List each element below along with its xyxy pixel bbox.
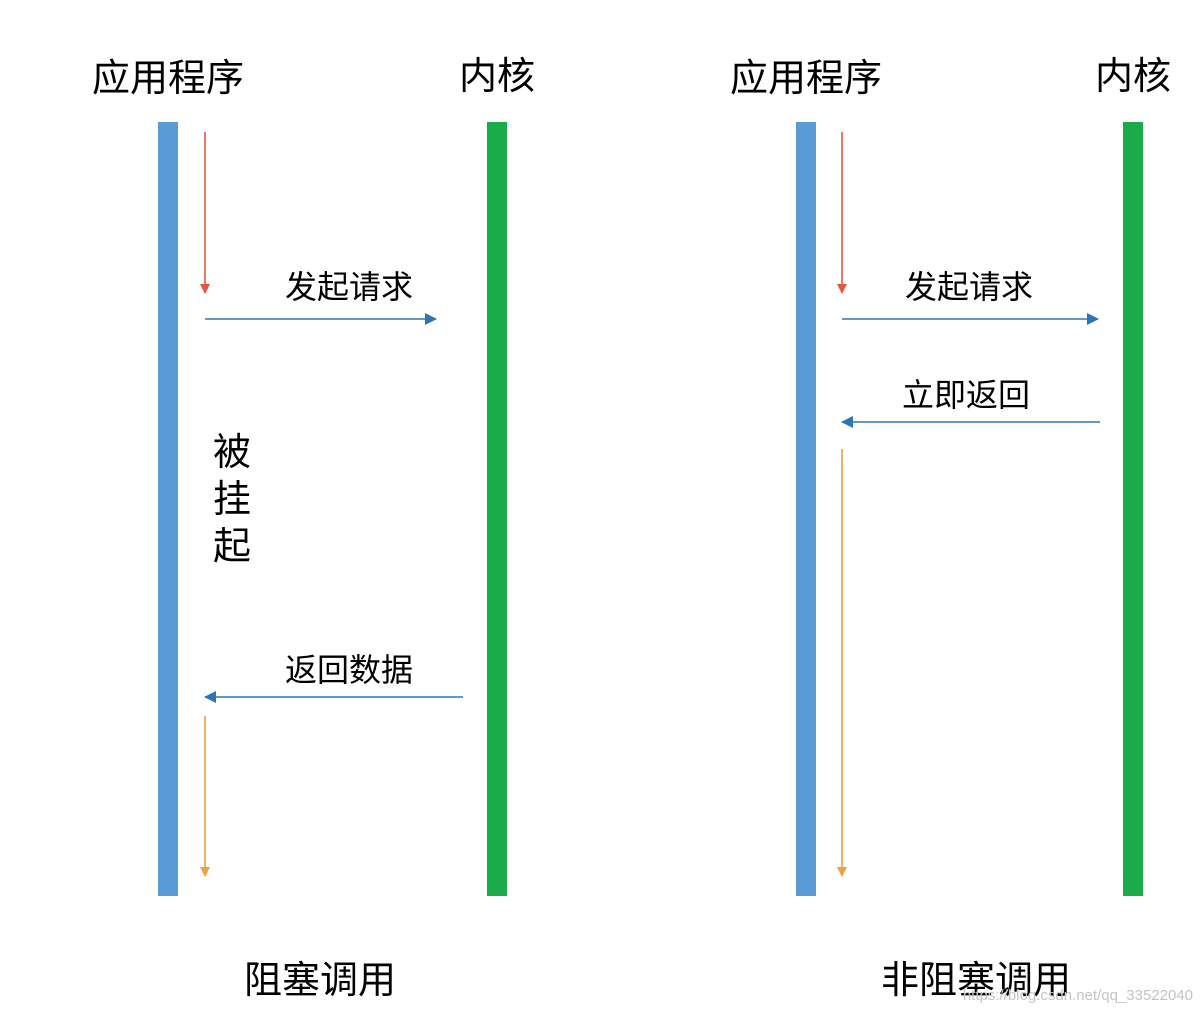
blocking-return-label: 返回数据: [285, 651, 413, 689]
blocking-app-label: 应用程序: [92, 56, 244, 100]
watermark: https://blog.csdn.net/qq_33522040: [963, 987, 1193, 1004]
blocking-suspended-char-1: 被: [213, 430, 251, 474]
nonblocking-caption: 非阻塞调用: [881, 958, 1071, 1002]
blocking-suspended-char-3: 起: [213, 524, 251, 568]
blocking-panel: 应用程序 内核 发起请求 被 挂 起 返回数据 阻塞调用: [92, 54, 535, 1002]
nonblocking-app-label: 应用程序: [730, 56, 882, 100]
nonblocking-kernel-lane: [1123, 122, 1143, 896]
blocking-caption: 阻塞调用: [244, 958, 396, 1002]
blocking-kernel-label: 内核: [459, 54, 535, 98]
nonblocking-request-label: 发起请求: [905, 268, 1033, 306]
nonblocking-return-label: 立即返回: [902, 376, 1030, 414]
blocking-suspended-char-2: 挂: [213, 477, 251, 521]
nonblocking-app-lane: [796, 122, 816, 896]
blocking-app-lane: [158, 122, 178, 896]
nonblocking-panel: 应用程序 内核 发起请求 立即返回 非阻塞调用: [730, 54, 1171, 1002]
blocking-kernel-lane: [487, 122, 507, 896]
blocking-request-label: 发起请求: [285, 268, 413, 306]
nonblocking-kernel-label: 内核: [1095, 54, 1171, 98]
